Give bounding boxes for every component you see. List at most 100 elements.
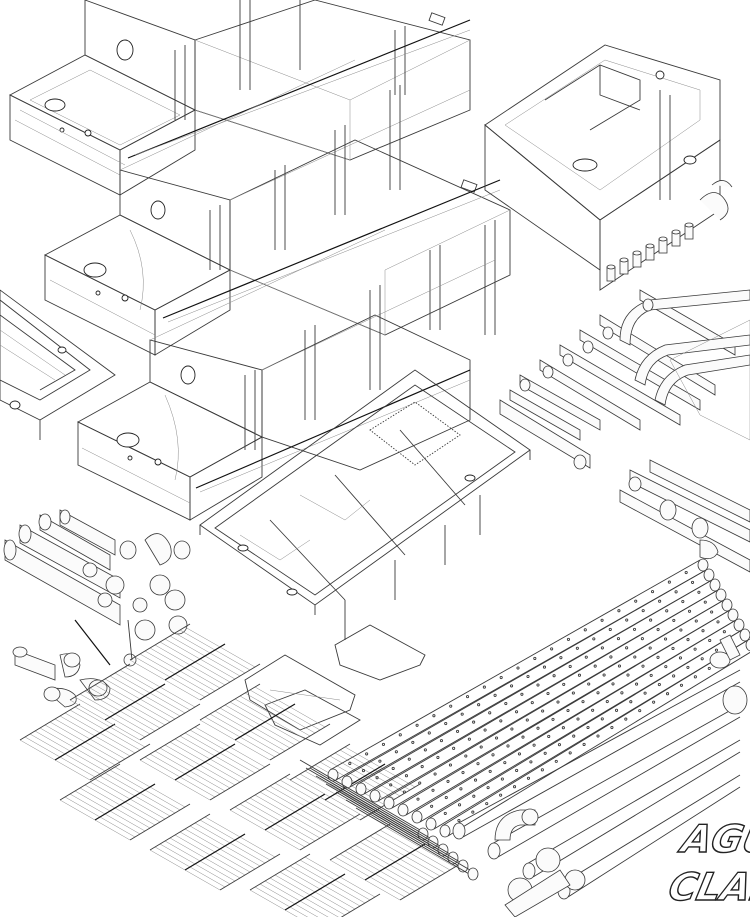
orifice — [389, 783, 393, 787]
settler-spacer — [264, 793, 326, 831]
orifice — [423, 748, 427, 752]
settler-rail — [340, 893, 381, 917]
manifold-pipe — [341, 568, 715, 789]
orifice — [596, 691, 600, 695]
orifice — [348, 761, 352, 766]
orifice — [402, 790, 406, 794]
header-pipe — [349, 799, 479, 881]
settler-rail — [399, 863, 461, 901]
left-tray — [0, 289, 116, 440]
orifice — [546, 691, 550, 696]
orifice — [650, 590, 655, 594]
pipe-end — [709, 578, 721, 592]
settler-rail — [299, 813, 361, 851]
orifice — [465, 695, 470, 699]
pipe-end — [452, 822, 466, 840]
orifice — [488, 711, 492, 715]
settler-spacer — [184, 833, 246, 871]
manifold-pipe — [369, 588, 727, 803]
manifold-pipe — [355, 578, 721, 796]
orifice — [375, 776, 379, 780]
orifice — [516, 666, 520, 670]
orifice — [681, 599, 685, 604]
orifice — [482, 685, 486, 689]
settler-rail — [199, 663, 261, 701]
pipe-end — [467, 867, 479, 881]
orifice — [514, 710, 519, 714]
orifice — [415, 723, 419, 727]
orifice — [499, 675, 503, 680]
settler-spacer — [364, 843, 426, 881]
orifice — [381, 742, 386, 746]
orifice — [452, 746, 456, 750]
orifice — [625, 646, 629, 650]
orifice — [446, 779, 450, 783]
settler-rail — [229, 773, 291, 811]
elbow-fittings — [12, 646, 111, 708]
pipe-end — [341, 775, 353, 789]
pipe-end — [745, 638, 750, 652]
orifice — [593, 664, 597, 668]
settler-rail — [289, 743, 351, 781]
orifice — [457, 803, 462, 807]
pipe-end — [727, 608, 739, 622]
orifice — [436, 755, 440, 760]
orifice — [486, 786, 490, 790]
orifice — [499, 793, 503, 797]
orifice — [361, 769, 366, 773]
pipe-end — [703, 568, 715, 582]
orifice — [568, 751, 572, 755]
settler-rail — [59, 763, 121, 801]
orifice — [556, 700, 560, 704]
settler-spacer — [104, 683, 166, 721]
orifice — [624, 717, 628, 721]
upper-tank — [9, 0, 471, 196]
settler-rail — [19, 703, 81, 741]
orifice — [658, 599, 662, 603]
orifice — [536, 726, 540, 730]
orifice — [542, 665, 547, 669]
settler-rail — [129, 803, 191, 841]
orifice — [521, 735, 525, 739]
orifice — [471, 810, 475, 814]
orifice — [626, 673, 630, 677]
orifice — [499, 719, 503, 723]
orifice — [591, 708, 595, 712]
orifice — [687, 609, 692, 613]
orifice — [532, 743, 536, 747]
orifice — [600, 717, 604, 721]
orifice — [536, 683, 540, 687]
orifice — [407, 757, 411, 761]
orifice — [500, 777, 504, 781]
orifice — [652, 700, 656, 704]
orifice — [693, 675, 697, 679]
pipe-end — [733, 618, 745, 632]
orifice — [581, 700, 585, 704]
orifice — [577, 673, 582, 677]
orifice — [457, 818, 461, 823]
flat-plates — [244, 624, 426, 746]
orifice — [439, 739, 444, 743]
orifice — [617, 664, 622, 668]
orifice — [420, 765, 424, 769]
orifice — [510, 727, 514, 731]
orifice — [547, 734, 551, 739]
orifice — [416, 797, 420, 801]
orifice — [634, 599, 638, 603]
orifice — [504, 701, 508, 706]
orifice — [533, 656, 537, 661]
drain-pipe — [452, 669, 741, 840]
orifice — [600, 618, 604, 622]
orifice — [464, 754, 468, 758]
orifice — [483, 728, 487, 732]
orifice — [576, 717, 580, 721]
orifice — [404, 774, 409, 778]
logo-line-1: AGUA — [675, 817, 750, 862]
orifice — [476, 762, 480, 766]
orifice — [648, 646, 652, 650]
orifice — [566, 637, 571, 641]
orifice — [541, 709, 545, 713]
orifice — [620, 691, 624, 695]
orifice — [430, 804, 434, 808]
orifice — [693, 647, 697, 651]
